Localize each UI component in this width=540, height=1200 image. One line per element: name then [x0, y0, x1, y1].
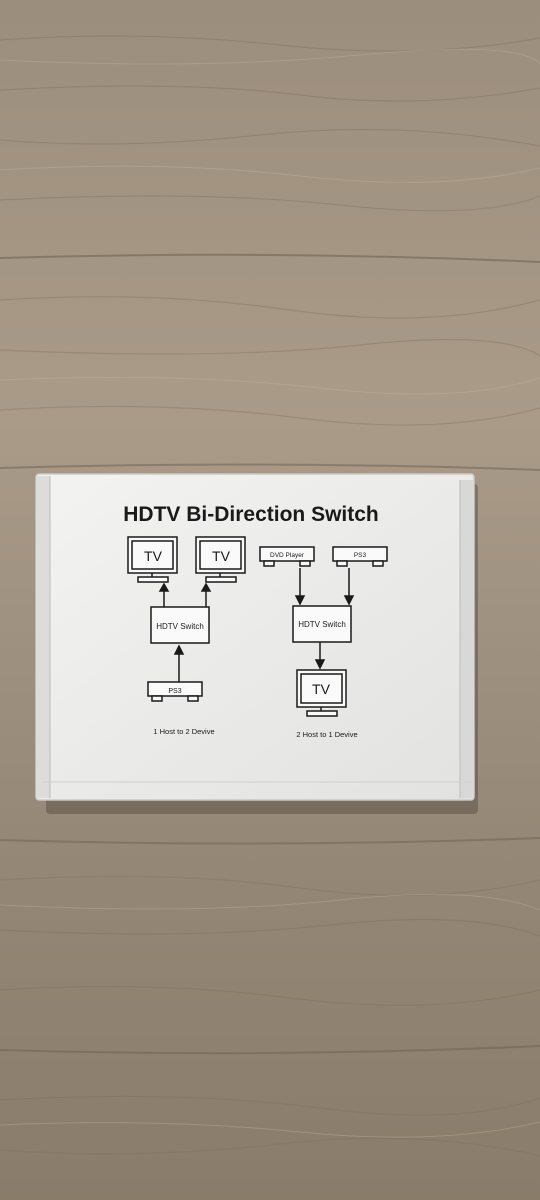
tv-icon: [296, 669, 347, 717]
tv-label: TV: [212, 548, 231, 564]
diagram-one-to-two: [127, 536, 246, 702]
tv-icon: [195, 536, 246, 583]
ps3-console: [332, 546, 388, 562]
tv-label: TV: [312, 681, 331, 697]
diagram-two-to-one: [259, 546, 388, 717]
source-label: DVD Player: [270, 552, 305, 559]
box-right-flap: [460, 480, 474, 798]
product-box: HDTV Bi-Direction Switch: [35, 473, 475, 801]
box-left-flap: [36, 476, 50, 798]
dvd-player: [259, 546, 315, 562]
box-title: HDTV Bi-Direction Switch: [123, 503, 379, 526]
source-label: PS3: [168, 688, 181, 695]
ps3-console: [147, 681, 203, 697]
tv-label: TV: [144, 548, 163, 564]
left-diagram-caption: 1 Host to 2 Devive: [153, 727, 214, 736]
source-label: PS3: [354, 552, 367, 559]
tv-icon: [127, 536, 178, 583]
switch-label: HDTV Switch: [156, 622, 204, 631]
switch-label: HDTV Switch: [298, 620, 346, 629]
hdtv-switch-box: [150, 606, 210, 644]
right-diagram-caption: 2 Host to 1 Devive: [296, 730, 357, 739]
hdtv-switch-box: [292, 605, 352, 643]
